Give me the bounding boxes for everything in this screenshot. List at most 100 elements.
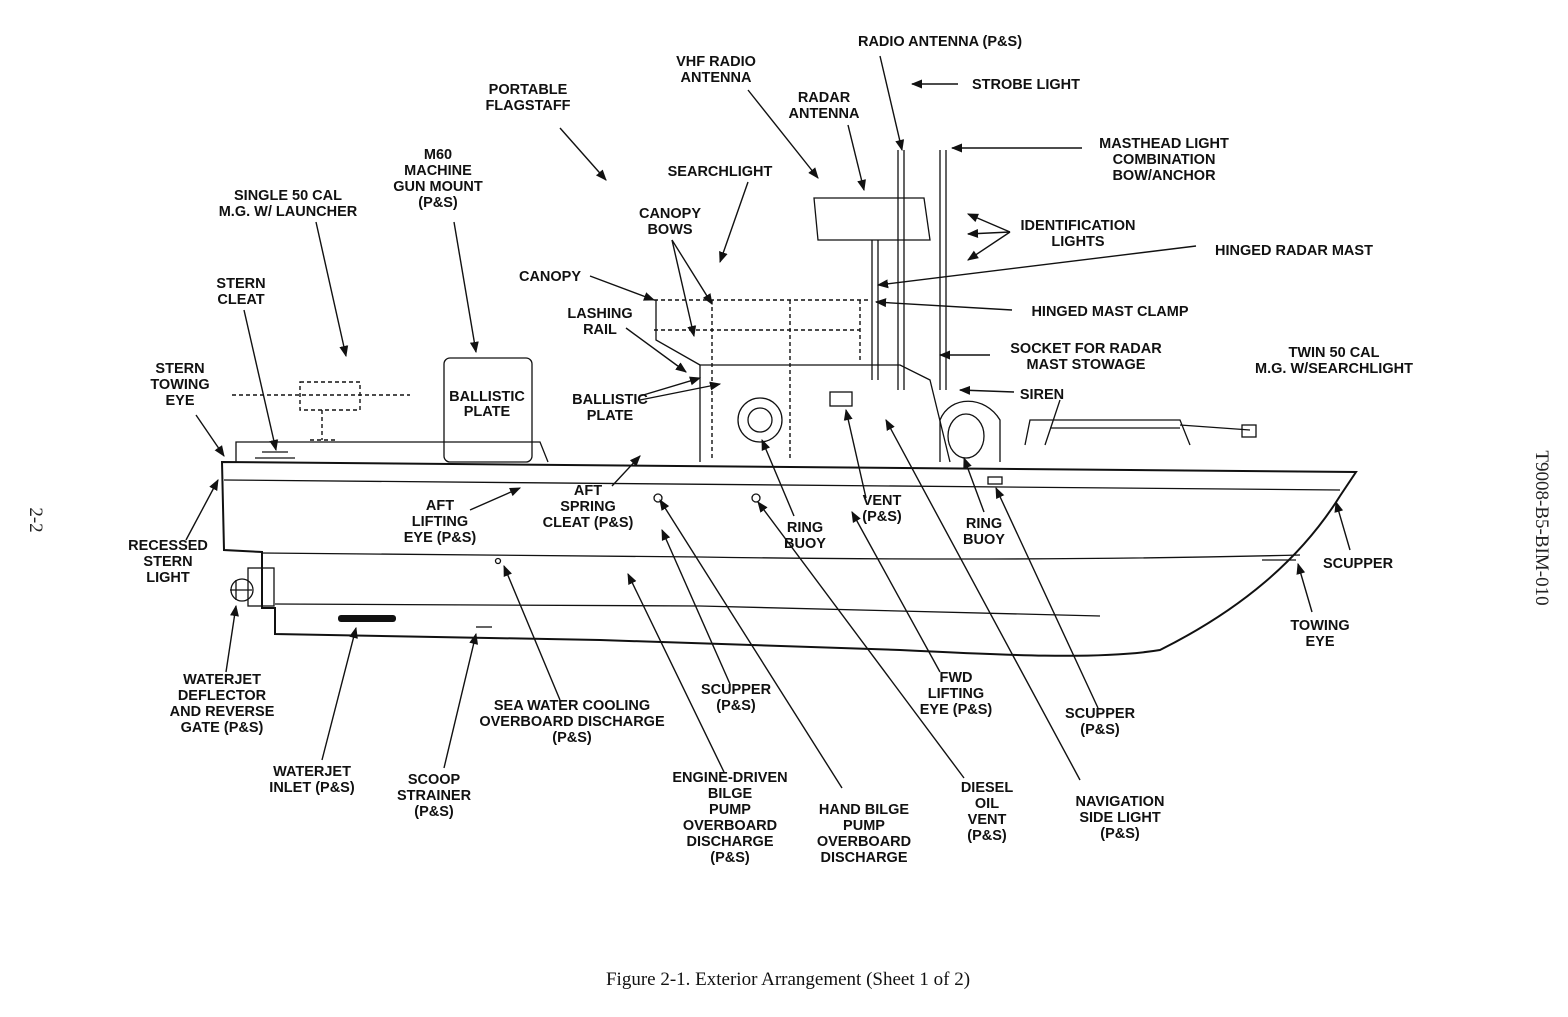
waterjet-deflector-shape (230, 567, 275, 607)
label-searchlight: SEARCHLIGHT (668, 164, 773, 180)
label-scupper-fwd: SCUPPER(P&S) (1065, 706, 1136, 738)
ring-buoy-right-shape (947, 413, 985, 459)
stern-cleat-shape (255, 451, 295, 459)
label-scupper-mid: SCUPPER(P&S) (701, 682, 772, 714)
document-id: T9008-B5-BIM-010 (1531, 450, 1552, 605)
leader-lines (185, 55, 1351, 789)
svg-text:SIREN: SIREN (1020, 387, 1064, 403)
svg-text:SEARCHLIGHT: SEARCHLIGHT (668, 164, 773, 180)
waterjet-inlet-bar (338, 615, 396, 622)
label-canopy: CANOPY (519, 269, 581, 285)
radar-dome (813, 197, 931, 241)
label-hinged-radar-mast: HINGED RADAR MAST (1215, 243, 1373, 259)
figure-caption: Figure 2-1. Exterior Arrangement (Sheet … (606, 969, 970, 990)
ballistic-plate-shape (443, 357, 533, 463)
svg-text:CANOPY: CANOPY (519, 269, 581, 285)
antenna-mast (897, 150, 905, 390)
radar-mast-shape (871, 240, 879, 380)
fwd-lifting-eye-dot (653, 493, 663, 503)
label-radio-antenna: RADIO ANTENNA (P&S) (858, 34, 1022, 50)
masthead-pole (939, 150, 947, 390)
label-strobe-light: STROBE LIGHT (972, 77, 1080, 93)
vent-box (829, 391, 853, 407)
page-number: 2-2 (25, 507, 46, 532)
label-hinged-mast-clamp: HINGED MAST CLAMP (1031, 304, 1188, 320)
canopy-frame (654, 299, 870, 460)
boat-drawing (220, 150, 1358, 657)
svg-text:HINGED MAST CLAMP: HINGED MAST CLAMP (1031, 304, 1188, 320)
svg-text:VENT(P&S): VENT(P&S) (862, 493, 902, 525)
svg-text:SCUPPER(P&S): SCUPPER(P&S) (701, 682, 772, 714)
svg-text:HINGED RADAR MAST: HINGED RADAR MAST (1215, 243, 1373, 259)
sheer-line (223, 479, 1341, 491)
ring-buoy-housing (939, 400, 1001, 462)
label-scupper-bow: SCUPPER (1323, 556, 1394, 572)
lashing-rail-shape (655, 300, 701, 366)
ring-buoy-left-shape (737, 397, 783, 443)
hand-bilge-dot (751, 493, 761, 503)
svg-text:SCUPPER: SCUPPER (1323, 556, 1394, 572)
chine-line (261, 552, 1301, 560)
svg-text:SCUPPER(P&S): SCUPPER(P&S) (1065, 706, 1136, 738)
twin-mg-shape (1024, 399, 1251, 446)
twin-mg-searchlight (1241, 424, 1257, 438)
single-mg-shape (232, 381, 410, 441)
pilothouse (699, 364, 951, 463)
svg-text:STROBE LIGHT: STROBE LIGHT (972, 77, 1080, 93)
